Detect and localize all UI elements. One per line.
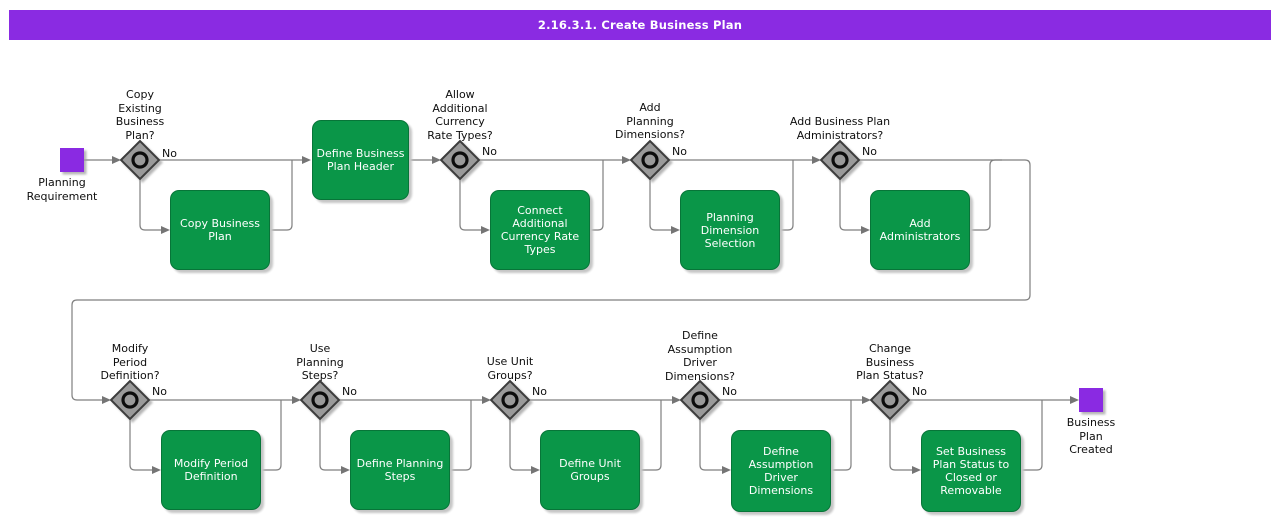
start-event-node	[60, 148, 84, 172]
no-branch-label: No	[862, 145, 877, 158]
decision-diamond-define-assumption-driver-dimensions	[679, 379, 721, 421]
decision-diamond-allow-additional-currency-rate-types	[439, 139, 481, 181]
no-branch-label: No	[912, 385, 927, 398]
diagram-title-bar: 2.16.3.1. Create Business Plan	[9, 10, 1271, 40]
decision-diamond-copy-existing-business-plan	[119, 139, 161, 181]
task-label: Connect Additional Currency Rate Types	[500, 204, 580, 256]
decision-label-use-unit-groups: Use Unit Groups?	[486, 355, 534, 382]
task-set-business-plan-status[interactable]: Set Business Plan Status to Closed or Re…	[921, 430, 1021, 512]
task-add-administrators[interactable]: Add Administrators	[870, 190, 970, 270]
decision-diamond-use-unit-groups	[489, 379, 531, 421]
decision-diamond-use-planning-steps	[299, 379, 341, 421]
decision-diamond-add-planning-dimensions	[629, 139, 671, 181]
decision-label-add-business-plan-administrators: Add Business Plan Administrators?	[789, 115, 891, 142]
task-label: Set Business Plan Status to Closed or Re…	[932, 445, 1010, 497]
no-branch-label: No	[532, 385, 547, 398]
task-define-assumption-driver-dimensions[interactable]: Define Assumption Driver Dimensions	[731, 430, 831, 512]
start-event-label: Planning Requirement	[26, 176, 98, 203]
no-branch-label: No	[342, 385, 357, 398]
decision-label-use-planning-steps: Use Planning Steps?	[296, 342, 344, 382]
task-label: Define Business Plan Header	[316, 147, 405, 173]
no-branch-label: No	[722, 385, 737, 398]
end-event-node	[1079, 388, 1103, 412]
task-define-planning-steps[interactable]: Define Planning Steps	[350, 430, 450, 510]
no-branch-label: No	[162, 147, 177, 160]
task-copy-business-plan[interactable]: Copy Business Plan	[170, 190, 270, 270]
arrowheads	[102, 156, 1079, 474]
task-define-business-plan-header[interactable]: Define Business Plan Header	[312, 120, 409, 200]
task-define-unit-groups[interactable]: Define Unit Groups	[540, 430, 640, 510]
task-label: Define Unit Groups	[559, 457, 621, 483]
task-connect-additional-currency-rate-types[interactable]: Connect Additional Currency Rate Types	[490, 190, 590, 270]
connectors	[71, 159, 1070, 471]
no-branch-label: No	[672, 145, 687, 158]
task-label: Add Administrators	[879, 217, 961, 243]
decision-label-modify-period-definition: Modify Period Definition?	[100, 342, 160, 382]
task-label: Define Planning Steps	[356, 457, 444, 483]
task-planning-dimension-selection[interactable]: Planning Dimension Selection	[680, 190, 780, 270]
decision-label-change-business-plan-status: Change Business Plan Status?	[856, 342, 924, 382]
task-label: Define Assumption Driver Dimensions	[748, 445, 814, 497]
task-label: Modify Period Definition	[173, 457, 249, 483]
decision-diamond-change-business-plan-status	[869, 379, 911, 421]
decision-label-add-planning-dimensions: Add Planning Dimensions?	[614, 101, 686, 141]
task-modify-period-definition[interactable]: Modify Period Definition	[161, 430, 261, 510]
task-label: Copy Business Plan	[180, 217, 260, 243]
no-branch-label: No	[152, 385, 167, 398]
diagram-title: 2.16.3.1. Create Business Plan	[537, 18, 743, 32]
decision-label-define-assumption-driver-dimensions: Define Assumption Driver Dimensions?	[664, 329, 736, 383]
end-event-label: Business Plan Created	[1066, 416, 1116, 456]
decision-diamond-add-business-plan-administrators	[819, 139, 861, 181]
no-branch-label: No	[482, 145, 497, 158]
decision-diamond-modify-period-definition	[109, 379, 151, 421]
decision-label-copy-existing-business-plan: Copy Existing Business Plan?	[115, 88, 165, 142]
task-label: Planning Dimension Selection	[700, 210, 760, 250]
decision-label-allow-additional-currency-rate-types: Allow Additional Currency Rate Types?	[427, 88, 493, 142]
